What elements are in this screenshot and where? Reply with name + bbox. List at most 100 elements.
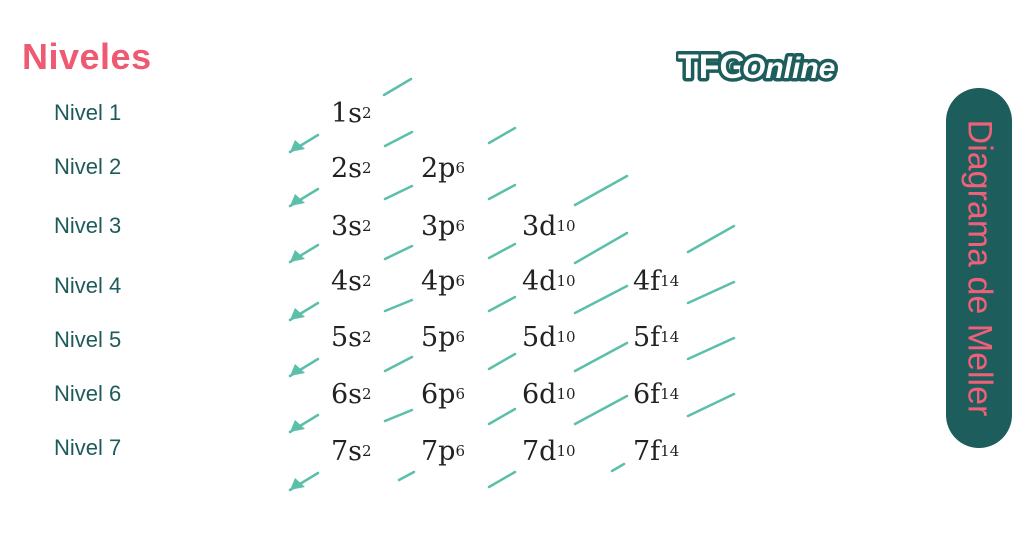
orbital-base: 3p: [421, 211, 456, 242]
arrow-segment: [383, 355, 414, 373]
orbital-3p: 3p6: [421, 211, 465, 242]
logo-part1: TFG: [678, 48, 746, 86]
arrow-segment: [573, 284, 629, 315]
arrow-segment: [383, 244, 414, 261]
arrow-segment: [383, 298, 414, 313]
level-label: Nivel 5: [54, 327, 122, 352]
orbital-4d: 4d10: [522, 266, 576, 297]
arrow-segment: [397, 470, 416, 482]
arrow-segment: [487, 126, 517, 145]
arrow-segment: [573, 231, 629, 265]
orbital-base: 6d: [522, 379, 557, 410]
orbital-base: 7p: [421, 436, 456, 467]
orbital-base: 6f: [633, 379, 661, 410]
orbital-electrons: 6: [455, 328, 466, 346]
arrow-segment: [573, 174, 629, 207]
orbital-base: 5p: [421, 322, 456, 353]
orbital-electrons: 2: [362, 104, 372, 122]
orbital-6f: 6f14: [633, 379, 679, 410]
orbital-electrons: 6: [455, 272, 466, 290]
orbital-electrons: 2: [362, 442, 372, 460]
orbital-electrons: 10: [556, 328, 576, 346]
orbital-electrons: 14: [660, 442, 680, 460]
level-label: Nivel 1: [54, 100, 122, 125]
orbital-6p: 6p6: [421, 379, 465, 410]
orbital-electrons: 2: [362, 272, 372, 290]
orbital-7f: 7f14: [633, 436, 679, 467]
orbital-base: 7d: [522, 436, 557, 467]
arrow-segment: [382, 77, 413, 97]
orbital-5s: 5s2: [331, 322, 372, 353]
orbital-4s: 4s2: [331, 266, 372, 297]
level-label: Nivel 7: [54, 435, 122, 460]
orbital-electrons: 10: [556, 217, 576, 235]
orbital-base: 3d: [522, 211, 557, 242]
arrow-segment: [686, 336, 736, 361]
arrow-head-icon: [290, 194, 305, 206]
orbital-5p: 5p6: [421, 322, 465, 353]
orbital-electrons: 2: [362, 385, 372, 403]
tfg-online-logo: TFG Online: [676, 45, 839, 90]
orbital-electrons: 2: [362, 159, 372, 177]
orbital-base: 5f: [633, 322, 661, 353]
orbital-electrons: 14: [660, 272, 680, 290]
level-label: Nivel 3: [54, 213, 122, 238]
orbital-2p: 2p6: [421, 153, 465, 184]
orbital-6d: 6d10: [522, 379, 576, 410]
orbital-base: 7s: [331, 436, 363, 467]
arrow-segment: [383, 184, 414, 201]
orbital-5d: 5d10: [522, 322, 576, 353]
arrow-segment: [573, 341, 629, 373]
orbital-electrons: 10: [556, 385, 576, 403]
arrow-segment: [573, 394, 629, 426]
arrow-segment: [383, 408, 414, 423]
orbital-base: 4d: [522, 266, 557, 297]
orbital-electrons: 10: [556, 442, 576, 460]
orbital-6s: 6s2: [331, 379, 372, 410]
arrow-segment: [487, 295, 517, 313]
orbital-base: 6s: [331, 379, 363, 410]
orbital-electrons: 6: [455, 442, 466, 460]
orbital-electrons: 2: [362, 328, 372, 346]
arrow-head-icon: [290, 364, 305, 376]
arrow-head-icon: [290, 478, 305, 490]
orbital-3d: 3d10: [522, 211, 576, 242]
arrow-head-icon: [290, 250, 305, 262]
arrow-segment: [383, 130, 414, 148]
arrow-segment: [686, 392, 736, 418]
orbital-base: 5s: [331, 322, 363, 353]
orbital-5f: 5f14: [633, 322, 679, 353]
level-label: Nivel 6: [54, 381, 122, 406]
arrow-segment: [487, 407, 517, 426]
arrow-segment: [686, 224, 736, 254]
orbital-4f: 4f14: [633, 266, 679, 297]
level-label: Nivel 2: [54, 154, 122, 179]
orbital-7s: 7s2: [331, 436, 372, 467]
orbital-base: 4s: [331, 266, 363, 297]
orbital-base: 1s: [331, 98, 363, 129]
orbital-base: 2p: [421, 153, 456, 184]
orbital-4p: 4p6: [421, 266, 465, 297]
arrow-segment: [487, 470, 517, 489]
arrow-segment: [610, 462, 626, 473]
orbital-electrons: 6: [455, 385, 466, 403]
orbital-2s: 2s2: [331, 153, 372, 184]
arrow-head-icon: [290, 420, 305, 432]
orbital-base: 4f: [633, 266, 661, 297]
orbital-electrons: 2: [362, 217, 372, 235]
arrow-head-icon: [290, 140, 305, 152]
orbital-electrons: 14: [660, 328, 680, 346]
side-banner: [946, 88, 1012, 448]
orbital-base: 7f: [633, 436, 661, 467]
orbital-electrons: 14: [660, 385, 680, 403]
orbital-base: 5d: [522, 322, 557, 353]
niveles-heading: Niveles: [22, 36, 152, 77]
orbital-base: 3s: [331, 211, 363, 242]
orbital-3s: 3s2: [331, 211, 372, 242]
orbital-7p: 7p6: [421, 436, 465, 467]
orbital-base: 6p: [421, 379, 456, 410]
arrow-segment: [487, 183, 517, 201]
arrow-segment: [686, 280, 736, 305]
arrow-segment: [487, 242, 517, 260]
